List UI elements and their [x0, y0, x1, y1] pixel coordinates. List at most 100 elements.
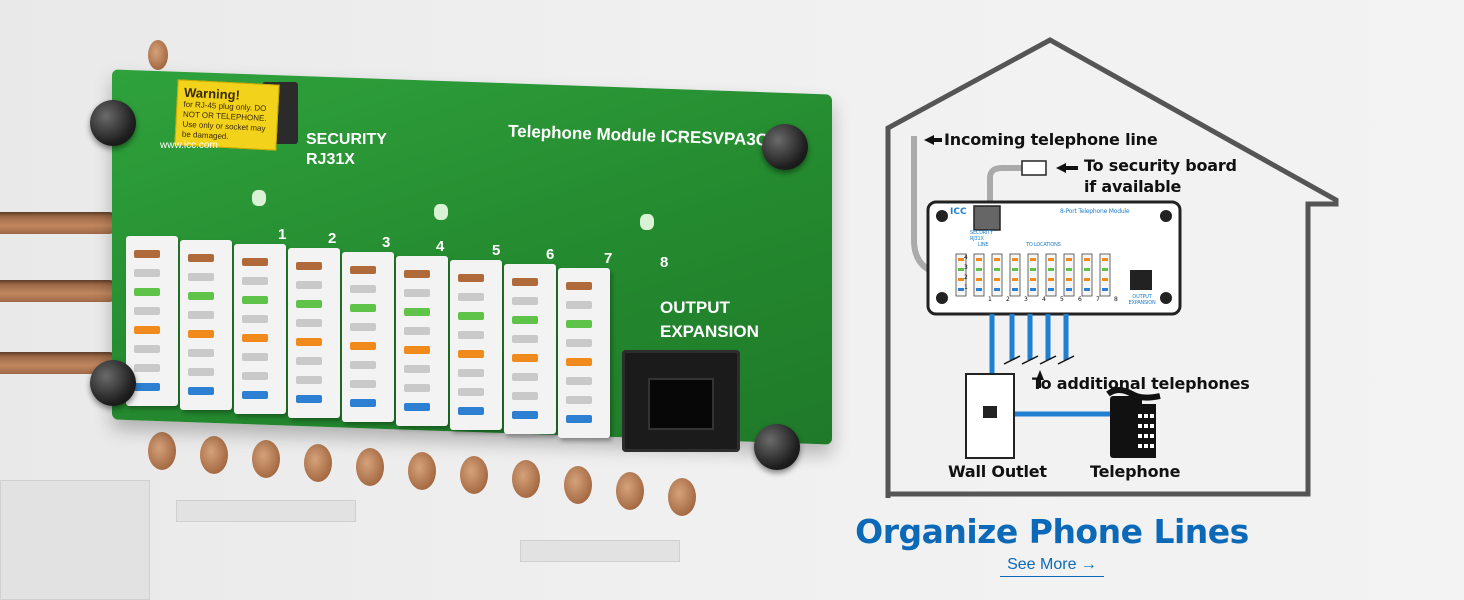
headline: Organize Phone Lines [855, 512, 1249, 551]
board-security-label: SECURITY RJ31X [306, 131, 387, 168]
block-pin [512, 278, 538, 286]
diagram-port-number: 1 [988, 296, 992, 303]
diagram-punch-block [1081, 253, 1093, 297]
module-screw [936, 292, 948, 304]
enclosure-hole [616, 472, 644, 510]
block-pin [134, 345, 160, 353]
mounting-knob [754, 424, 800, 470]
module-title-small: 8-Port Telephone Module [1060, 208, 1130, 215]
diagram-pin [1066, 288, 1072, 291]
block-pin [566, 377, 592, 385]
enclosure-hole [200, 436, 228, 474]
diagram-pin [1030, 278, 1036, 281]
diagram-pin [958, 278, 964, 281]
block-pin [350, 361, 376, 369]
enclosure-hole [408, 452, 436, 490]
block-pin [188, 368, 214, 376]
diagram-port-number: 6 [1078, 296, 1082, 303]
block-pin [458, 388, 484, 396]
block-pin [350, 285, 376, 293]
enclosure-ridge [0, 480, 150, 600]
block-pin [458, 407, 484, 415]
block-pin [512, 392, 538, 400]
block-pin [134, 269, 160, 277]
board-port-number: 7 [604, 250, 613, 267]
diagram-punch-block [1099, 253, 1111, 297]
punch-down-block [342, 252, 394, 422]
diagram-pin [1084, 258, 1090, 261]
block-pin [512, 373, 538, 381]
diagram-pin [1084, 278, 1090, 281]
block-pin [350, 342, 376, 350]
diagram-punch-block [973, 253, 985, 297]
enclosure-hole [668, 478, 696, 516]
block-pin [296, 357, 322, 365]
block-pin [134, 250, 160, 258]
incoming-line-label: Incoming telephone line [944, 130, 1158, 149]
block-pin [188, 330, 214, 338]
block-pin [512, 354, 538, 362]
block-pin [404, 365, 430, 373]
block-pin [458, 293, 484, 301]
arrow-up-icon [1036, 370, 1044, 380]
block-pin [188, 273, 214, 281]
diagram-pin [1066, 258, 1072, 261]
enclosure-hole [304, 444, 332, 482]
enclosure-hole [252, 440, 280, 478]
module-screw [1160, 210, 1172, 222]
block-pin [134, 326, 160, 334]
punch-down-block [234, 244, 286, 414]
block-pin [296, 376, 322, 384]
line-number: 2 [964, 274, 968, 281]
board-output-label: OUTPUT EXPANSION [660, 298, 759, 341]
to-locations-label: TO LOCATIONS [1026, 242, 1061, 248]
block-pin [242, 315, 268, 323]
module-logo: ICC [950, 207, 967, 217]
diagram-pin [1030, 288, 1036, 291]
output-jack [1130, 270, 1152, 290]
diagram-port-number: 3 [1024, 296, 1028, 303]
diagram-punch-block [955, 253, 967, 297]
diagram-pin [958, 288, 964, 291]
mounting-knob [762, 124, 808, 170]
block-pin [188, 254, 214, 262]
diagram-pin [958, 268, 964, 271]
board-port-number: 3 [382, 234, 391, 251]
block-pin [188, 292, 214, 300]
security-board-label: To security board [1084, 156, 1237, 175]
diagram-pin [1102, 258, 1108, 261]
block-pin [512, 297, 538, 305]
block-pin [350, 399, 376, 407]
block-pin [188, 387, 214, 395]
block-pin [296, 319, 322, 327]
diagram-pin [994, 288, 1000, 291]
diagram-pin [1048, 268, 1054, 271]
security-board-sub-label: if available [1084, 177, 1182, 196]
block-pin [350, 266, 376, 274]
block-pin [566, 282, 592, 290]
block-pin [404, 384, 430, 392]
block-pin [188, 311, 214, 319]
diagram-pin [1066, 278, 1072, 281]
block-pin [350, 323, 376, 331]
block-pin [134, 288, 160, 296]
diagram-punch-blocks [955, 253, 1111, 297]
diagram-pin [958, 258, 964, 261]
punch-down-block [450, 260, 502, 430]
diagram-pin [1048, 288, 1054, 291]
diagram-punch-block [991, 253, 1003, 297]
block-pin [188, 349, 214, 357]
telephone-label: Telephone [1090, 462, 1181, 481]
block-pin [134, 307, 160, 315]
diagram-pin [1102, 278, 1108, 281]
mounting-knob [90, 360, 136, 406]
diagram-pin [1084, 288, 1090, 291]
block-pin [242, 391, 268, 399]
see-more-link[interactable]: See More → [1000, 556, 1104, 577]
jack-opening [648, 378, 714, 430]
block-pin [296, 281, 322, 289]
diagram-pin [1084, 268, 1090, 271]
output-small-label: OUTPUT EXPANSION [1128, 294, 1156, 306]
security-jack [973, 205, 1001, 231]
